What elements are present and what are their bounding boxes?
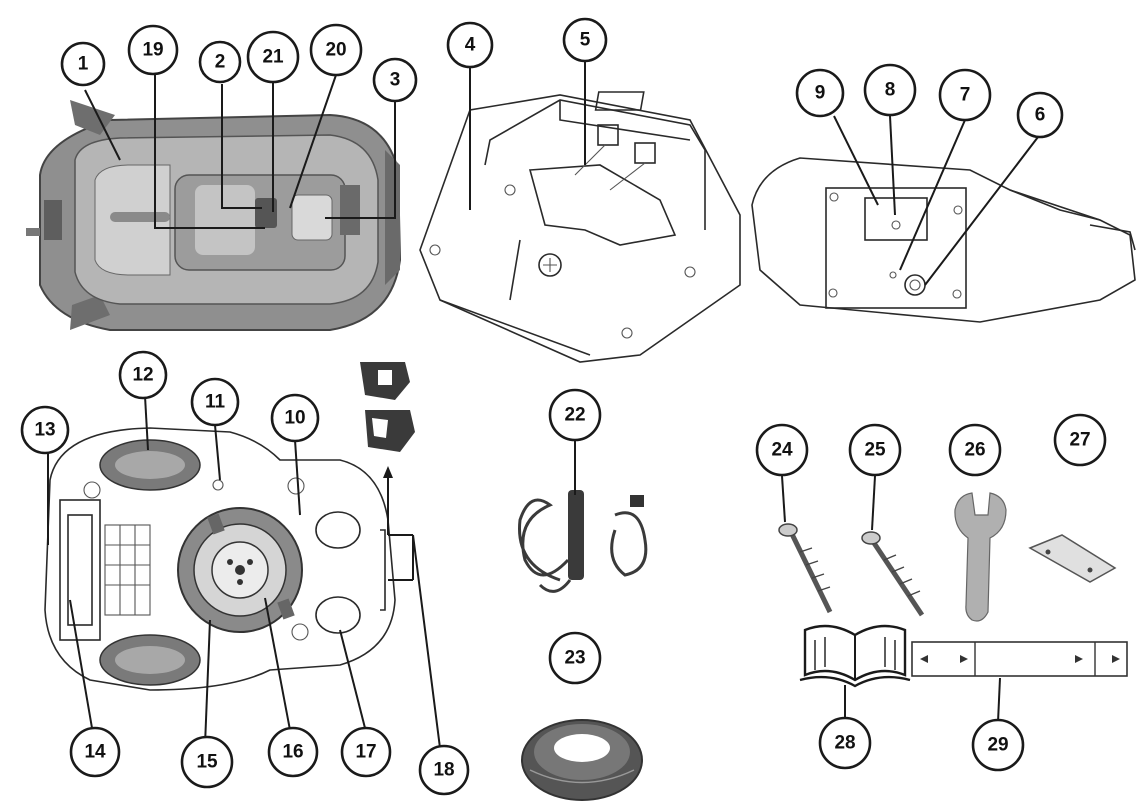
callout-10: 10 — [270, 393, 320, 443]
callout-13: 13 — [20, 405, 70, 455]
svg-text:18: 18 — [433, 760, 454, 781]
svg-text:2: 2 — [215, 52, 226, 73]
wrench — [954, 492, 1007, 622]
callout-22: 22 — [548, 388, 602, 442]
charging-station-back — [751, 157, 1136, 323]
callout-8: 8 — [863, 63, 917, 117]
leader-lines — [47, 60, 1039, 749]
callout-19: 19 — [127, 24, 179, 76]
svg-text:7: 7 — [960, 85, 971, 106]
svg-text:9: 9 — [815, 83, 826, 104]
svg-text:12: 12 — [132, 365, 153, 386]
callout-15: 15 — [180, 735, 234, 789]
user-manual-book — [799, 624, 911, 688]
boundary-peg-small — [861, 531, 925, 617]
spare-blades — [1028, 534, 1117, 583]
svg-text:8: 8 — [885, 80, 896, 101]
svg-text:23: 23 — [564, 648, 585, 669]
callout-6: 6 — [1016, 91, 1064, 139]
callout-18: 18 — [418, 744, 470, 796]
callout-3: 3 — [372, 57, 418, 103]
svg-text:3: 3 — [390, 70, 401, 91]
callout-12: 12 — [118, 350, 168, 400]
svg-text:28: 28 — [834, 733, 855, 754]
callout-23: 23 — [548, 631, 602, 685]
callout-28: 28 — [818, 716, 872, 770]
callout-20: 20 — [309, 23, 363, 77]
callout-11: 11 — [190, 377, 240, 427]
svg-text:14: 14 — [84, 742, 106, 763]
svg-text:29: 29 — [987, 735, 1008, 756]
svg-text:19: 19 — [142, 40, 163, 61]
callout-24: 24 — [755, 423, 809, 477]
callout-4: 4 — [446, 21, 494, 69]
boundary-peg-large — [778, 523, 833, 614]
svg-text:5: 5 — [580, 30, 591, 51]
svg-text:20: 20 — [325, 40, 346, 61]
svg-text:4: 4 — [465, 35, 476, 56]
callout-5: 5 — [562, 17, 608, 63]
svg-text:15: 15 — [196, 752, 218, 773]
svg-text:6: 6 — [1035, 105, 1046, 126]
svg-text:1: 1 — [78, 54, 89, 75]
svg-text:16: 16 — [282, 742, 303, 763]
callout-17: 17 — [340, 726, 392, 778]
callout-16: 16 — [267, 726, 319, 778]
callout-7: 7 — [938, 68, 992, 122]
svg-text:10: 10 — [284, 408, 305, 429]
charging-station-front — [419, 91, 741, 363]
svg-text:26: 26 — [964, 440, 985, 461]
callout-1: 1 — [60, 41, 106, 87]
svg-text:17: 17 — [355, 742, 376, 763]
callout-27: 27 — [1053, 413, 1107, 467]
svg-text:24: 24 — [771, 440, 793, 461]
svg-text:21: 21 — [262, 47, 284, 68]
measuring-ruler — [911, 641, 1128, 677]
mower-underside — [44, 362, 415, 691]
callout-9: 9 — [795, 68, 845, 118]
svg-text:27: 27 — [1069, 430, 1090, 451]
callout-2: 2 — [198, 40, 242, 84]
callout-29: 29 — [971, 718, 1025, 772]
mower-top-view — [26, 100, 402, 331]
svg-text:11: 11 — [205, 392, 226, 413]
callout-25: 25 — [848, 423, 902, 477]
callout-14: 14 — [69, 726, 121, 778]
callout-26: 26 — [948, 423, 1002, 477]
power-adapter — [518, 490, 648, 593]
svg-text:13: 13 — [34, 420, 55, 441]
svg-text:25: 25 — [864, 440, 886, 461]
boundary-wire-coil — [521, 719, 643, 801]
svg-text:22: 22 — [564, 405, 585, 426]
callout-21: 21 — [246, 30, 300, 84]
